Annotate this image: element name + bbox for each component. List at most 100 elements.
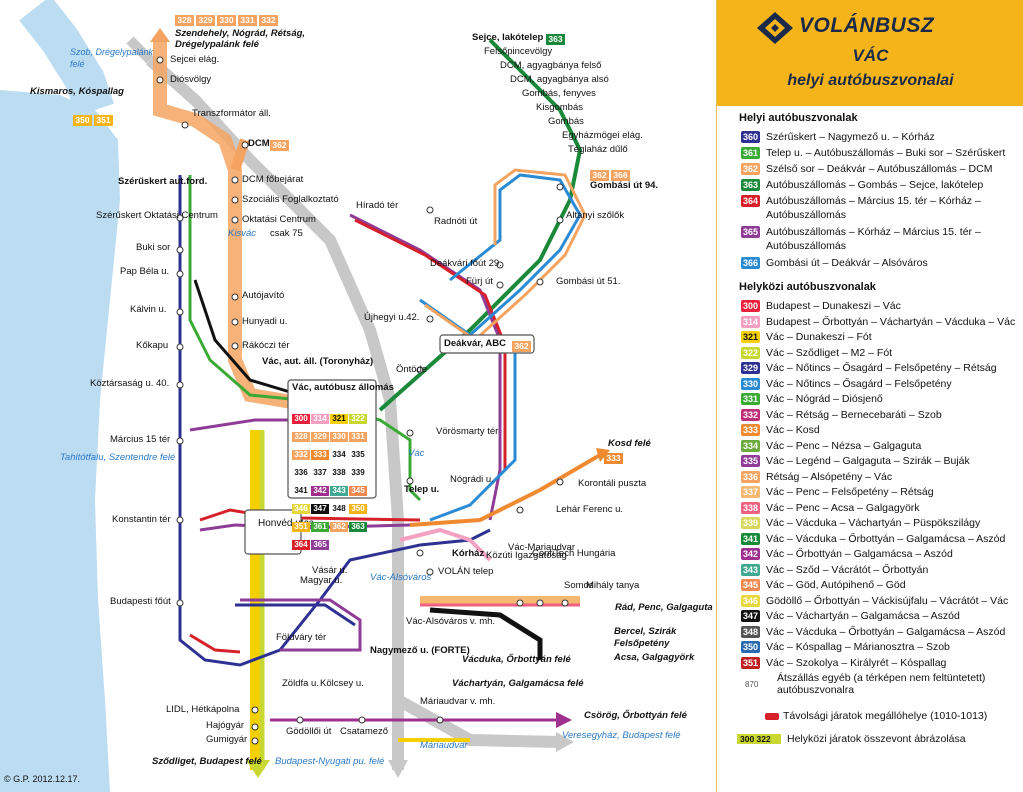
line-number-badge: 337 — [741, 486, 761, 498]
line-number-badge: 364 — [741, 195, 761, 207]
legend-line-row: 338 Vác – Penc – Acsa – Galgagyörk — [741, 501, 1023, 515]
legend-line-row: 350 Vác – Kóspallag – Márianosztra – Szob — [741, 640, 1023, 654]
route-map — [0, 0, 610, 792]
line-number-badge: 336 — [741, 470, 761, 483]
line-route-text: Vác – Vácduka – Őrbottyán – Galgamácsa –… — [766, 532, 1006, 545]
volanbusz-logo-icon — [757, 12, 793, 44]
danube-river — [0, 90, 120, 792]
line-360 — [178, 175, 491, 667]
line-number-badge: 350 — [741, 641, 761, 653]
line-number-badge: 362 — [741, 163, 761, 175]
legend-line-row: 341 Vác – Vácduka – Őrbottyán – Galgamács… — [741, 532, 1023, 546]
line-number-badge: 330 — [741, 377, 761, 390]
line-number-badge: 345 — [741, 579, 761, 591]
line-number-badge: 351 — [741, 656, 761, 669]
line-number-badge: 322 — [741, 346, 761, 359]
line-363 — [378, 38, 583, 412]
legend-line-row: 345 Vác – Göd, Autópihenő – Göd — [741, 578, 1023, 592]
line-number-badge: 314 — [741, 315, 761, 328]
line-route-text: Vác – Sződ – Vácrátót – Őrbottyán — [766, 563, 929, 576]
line-route-text: Vác – Legénd – Galgaguta – Szirák – Bujá… — [766, 455, 970, 467]
transfer-note: 870 Átszállás egyéb (a térképen nem feltü… — [745, 672, 1020, 696]
longdistance-note: Távolsági járatok megállóhelye (1010-101… — [765, 710, 1020, 722]
legend-line-row: 339 Vác – Vácduka – Váchartyán – Püspöksz… — [741, 516, 1023, 530]
combined-badge: 300 322 — [737, 734, 781, 744]
line-route-text: Budapest – Őrbottyán – Váchartyán – Vácd… — [766, 315, 1016, 328]
longdistance-text: Távolsági járatok megállóhelye (1010-101… — [783, 710, 988, 722]
legend-line-row: 300 Budapest – Dunakeszi – Vác — [741, 299, 1023, 313]
legend-line-row: 346 Gödöllő – Őrbottyán – Váckisújfalu – … — [741, 594, 1023, 608]
line-number-badge: 334 — [741, 439, 761, 452]
line-route-text: Vác – Kosd — [766, 424, 820, 436]
line-route-text: Vác – Dunakeszi – Fót — [766, 331, 872, 343]
line-number-badge: 331 — [741, 393, 761, 405]
line-route-text: Vác – Váchartyán – Galgamácsa – Aszód — [766, 610, 960, 622]
line-route-text: Gombási út – Deákvár – Alsóváros — [766, 257, 928, 269]
line-number-badge: 343 — [741, 563, 761, 576]
line-route-text: Vác – Göd, Autópihenő – Göd — [766, 579, 906, 591]
line-route-text: Gödöllő – Őrbottyán – Váckisújfalu – Vác… — [766, 594, 1009, 607]
line-number-badge: 321 — [741, 331, 761, 343]
line-number-badge: 329 — [741, 362, 761, 374]
line-route-text: Vác – Nógrád – Diósjenő — [766, 393, 883, 405]
line-route-text: Vác – Penc – Felsőpetény – Rétság — [766, 486, 934, 498]
legend-line-row: 330 Vác – Nőtincs – Ősagárd – Felsőpetény — [741, 377, 1023, 391]
legend-line-row: 314 Budapest – Őrbottyán – Váchartyán – V… — [741, 315, 1023, 329]
legend-line-row: 331 Vác – Nógrád – Diósjenő — [741, 392, 1023, 406]
line-number-badge: 346 — [741, 594, 761, 607]
line-number-badge: 339 — [741, 517, 761, 529]
brand-name: VOLÁNBUSZ — [799, 14, 935, 37]
combined-text: Helyközi járatok összevont ábrázolása — [787, 733, 966, 745]
local-section-title: Helyi autóbuszvonalak — [739, 112, 858, 124]
legend-line-row: 337 Vác – Penc – Felsőpetény – Rétság — [741, 485, 1023, 499]
line-route-text: Vác – Sződliget – M2 – Fót — [766, 346, 893, 359]
legend-line-row: 321 Vác – Dunakeszi – Fót — [741, 330, 1023, 344]
station-box — [287, 379, 377, 499]
line-route-text: Vác – Szokolya – Királyrét – Kóspallag — [766, 656, 947, 669]
line-number-badge: 338 — [741, 501, 761, 514]
line-route-text: Vác – Vácduka – Őrbottyán – Galgamácsa –… — [766, 625, 1006, 638]
intercity-section-title: Helyközi autóbuszvonalak — [739, 281, 876, 293]
line-route-text: Vác – Őrbottyán – Galgamácsa – Aszód — [766, 548, 953, 560]
line-route-text: Rétság – Alsópetény – Vác — [766, 470, 893, 483]
transfer-num: 870 — [745, 680, 759, 689]
legend-line-row: 348 Vác – Vácduka – Őrbottyán – Galgamács… — [741, 625, 1023, 639]
line-number-badge: 342 — [741, 548, 761, 560]
line-number-badge: 360 — [741, 131, 761, 143]
legend-line-row: 334 Vác – Penc – Nézsa – Galgaguta — [741, 439, 1023, 453]
legend-line-row: 366 Gombási út – Deákvár – Alsóváros — [741, 256, 1023, 270]
line-route-text: Autóbuszállomás – Gombás – Sejce, lakóte… — [766, 179, 984, 191]
line-number-badge: 361 — [741, 147, 761, 159]
line-route-text: Vác – Penc – Nézsa – Galgaguta — [766, 439, 922, 452]
transfer-text: Átszállás egyéb (a térképen nem feltünte… — [777, 672, 986, 696]
line-number-badge: 366 — [741, 257, 761, 269]
line-number-badge: 332 — [741, 408, 761, 421]
legend-subtitle: helyi autóbuszvonalai — [787, 72, 954, 89]
copyright: © G.P. 2012.12.17. — [4, 774, 81, 784]
line-number-badge: 300 — [741, 300, 761, 312]
line-route-text: Vác – Penc – Acsa – Galgagyörk — [766, 501, 920, 514]
line-number-badge: 365 — [741, 226, 761, 238]
line-number-badge: 341 — [741, 532, 761, 545]
line-route-text: Budapest – Dunakeszi – Vác — [766, 300, 901, 312]
legend-line-row: 351 Vác – Szokolya – Királyrét – Kóspalla… — [741, 656, 1023, 670]
line-number-badge: 348 — [741, 625, 761, 638]
legend-header: VOLÁNBUSZ VÁC helyi autóbuszvonalai — [717, 0, 1023, 106]
legend-line-row: 336 Rétság – Alsópetény – Vác — [741, 470, 1023, 484]
legend-panel: VOLÁNBUSZ VÁC helyi autóbuszvonalai Hely… — [716, 0, 1023, 792]
line-route-text: Vác – Nőtincs – Ősagárd – Felsőpetény — [766, 377, 952, 390]
line-route-text: Szélső sor – Deákvár – Autóbuszállomás –… — [766, 163, 993, 175]
legend-line-row: 362 Szélső sor – Deákvár – Autóbuszállomá… — [741, 162, 1023, 176]
line-route-text: Vác – Kóspallag – Márianosztra – Szob — [766, 641, 950, 653]
legend-line-row: 365 Autóbuszállomás – Kórház – Március 15… — [741, 225, 1023, 253]
line-route-text: Vác – Vácduka – Váchartyán – Püspökszilá… — [766, 517, 981, 529]
line-route-text: Autóbuszállomás – Kórház – Március 15. t… — [766, 226, 981, 252]
